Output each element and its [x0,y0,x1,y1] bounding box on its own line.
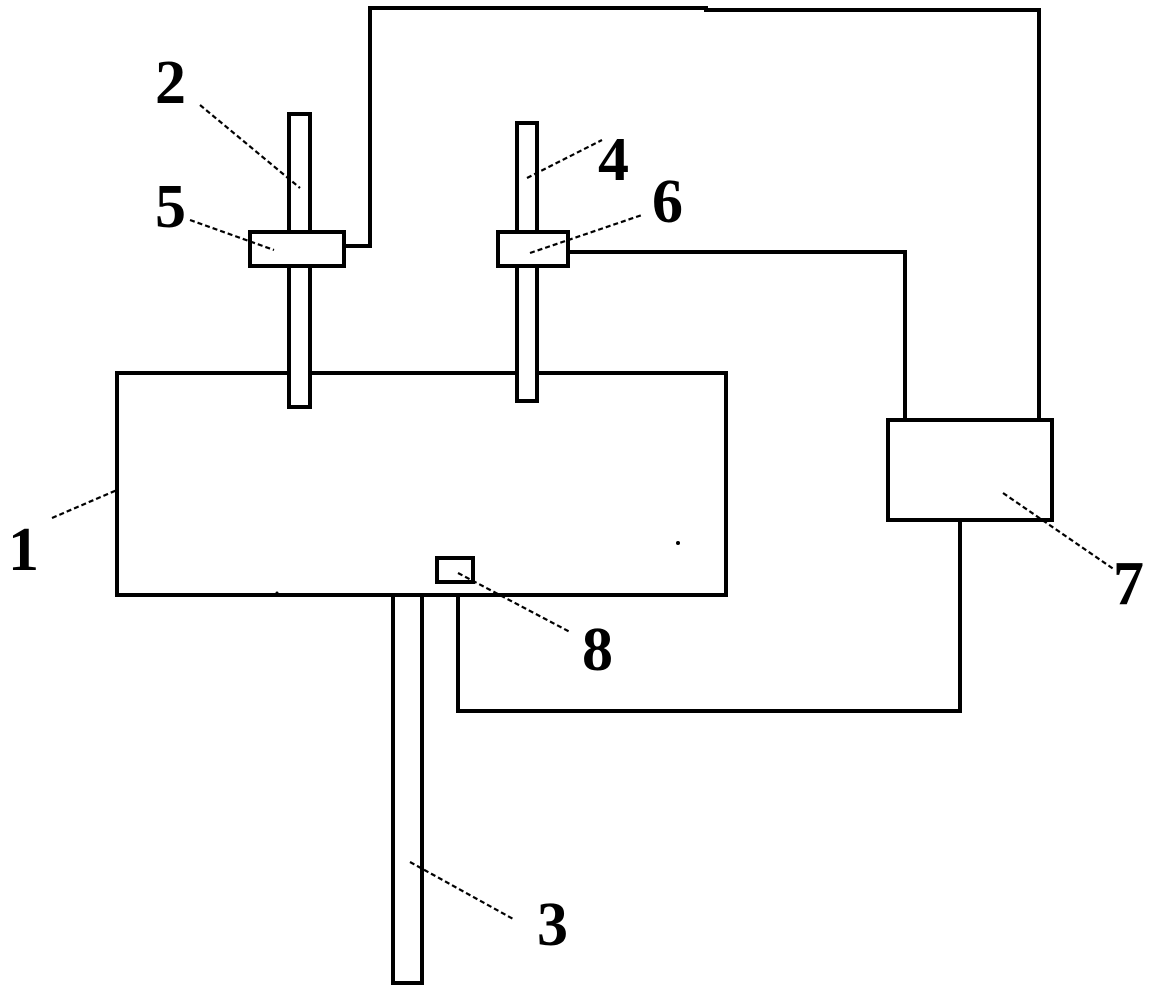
controller-box [886,418,1054,522]
label-7: 7 [1113,550,1144,618]
inlet-valve [248,230,346,268]
leader-line-6 [529,213,643,255]
speck-dot [275,591,279,595]
label-4: 4 [598,126,629,194]
leader-line-3 [409,861,516,921]
label-3: 3 [537,891,568,959]
outlet-pipe [391,593,424,985]
label-5: 5 [155,173,186,241]
leader-line-1 [51,488,118,520]
speck-dot [676,541,680,545]
vent-valve [496,230,570,268]
label-8: 8 [582,616,613,684]
label-2: 2 [155,49,186,117]
container-body [115,371,728,597]
wire-valve5-to-controller [344,6,1041,420]
leader-line-8 [457,572,571,633]
leader-line-4 [526,139,603,179]
leader-line-7 [1002,492,1116,571]
label-6: 6 [652,168,683,236]
wire-valve6-to-controller [568,250,907,420]
leader-line-5 [189,218,275,252]
leader-line-2 [199,104,301,189]
label-1: 1 [8,516,39,584]
wire-sensor-to-controller [456,520,962,713]
